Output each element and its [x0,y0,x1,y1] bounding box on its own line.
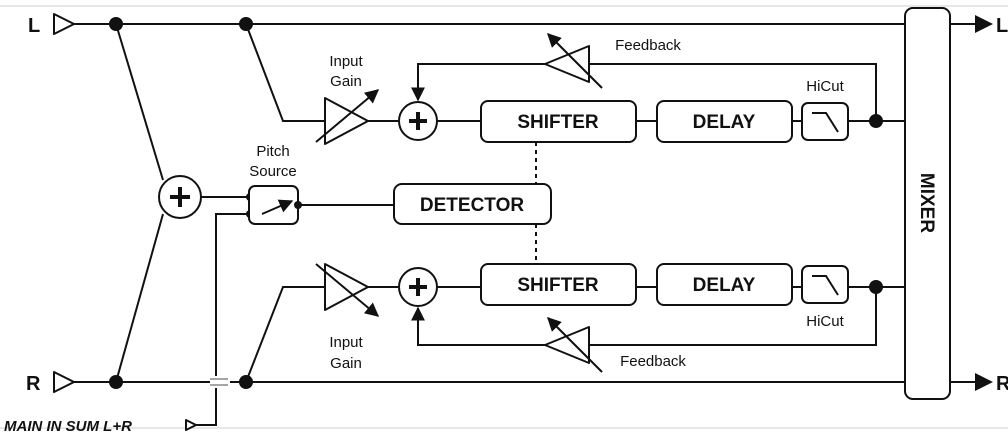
top-channel-input-wire [245,23,325,122]
top-feedback-to-summer-wire [411,63,545,102]
bottom-input-gain-label-1: Input [329,334,363,351]
bottom-feedback-label: Feedback [620,353,686,370]
bottom-feedback-triangle [544,326,590,364]
top-hicut-curve-icon [812,112,839,133]
top-shifter-label: SHIFTER [517,112,599,133]
pitch-source-switch [248,185,299,225]
bottom-feedback-to-summer-wire [411,306,545,346]
bottom-delay-label: DELAY [693,275,756,296]
input-summer-plus [170,187,190,207]
right-input-triangle [53,371,75,393]
rail-crossing-mark [210,378,228,386]
bottom-hicut-filter [801,265,849,304]
pitch-source-label-2: Source [249,163,297,180]
top-feedback-arrow [547,33,603,89]
bottom-channel-input-wire [245,286,325,383]
rail-crossing-gap [210,376,230,388]
top-input-gain-label-1: Input [329,53,363,70]
mixer-label: MIXER [916,173,937,233]
left-input-triangle [53,13,75,35]
top-feedback-summer-plus [409,112,427,130]
top-input-gain-triangle [324,97,369,145]
left-output-label: L [996,15,1008,37]
bottom-hicut-label: HiCut [806,313,844,330]
right-to-sum-wire [115,213,164,383]
bottom-feedback-return-wire [589,287,877,346]
left-output-arrow [975,15,993,33]
bottom-shifter-block [480,263,637,306]
left-to-sum-wire [115,23,164,181]
pitch-source-label-1: Pitch [256,143,289,160]
detector-block [393,183,552,225]
top-hicut-filter [801,102,849,141]
right-output-arrow [975,373,993,391]
bottom-delay-block [656,263,793,306]
bottom-input-gain-triangle [324,263,369,311]
left-input-label: L [28,15,40,37]
main-in-sum-wire [186,213,250,426]
bottom-feedback-arrow [547,317,603,373]
top-feedback-label: Feedback [615,37,681,54]
top-input-gain-label-2: Gain [330,73,362,90]
pitch-source-arm [261,199,294,215]
mixer-block [904,7,951,400]
top-hicut-label: HiCut [806,78,844,95]
right-input-label: R [26,373,41,395]
bottom-input-gain-label-2: Gain [330,355,362,372]
main-in-label: MAIN IN SUM L+R [4,418,132,434]
right-split-node [109,375,123,389]
detector-label: DETECTOR [420,195,524,216]
top-feedback-return-wire [589,63,877,121]
top-input-gain-arrow [315,89,380,143]
bottom-feedback-summer-plus [409,278,427,296]
top-delay-label: DELAY [693,112,756,133]
bottom-hicut-curve-icon [812,275,839,296]
right-output-label: R [996,373,1008,395]
main-in-triangle [185,419,197,431]
bottom-shifter-label: SHIFTER [517,275,599,296]
bottom-input-gain-arrow [315,263,380,317]
left-split-node [109,17,123,31]
top-feedback-triangle [544,45,590,83]
